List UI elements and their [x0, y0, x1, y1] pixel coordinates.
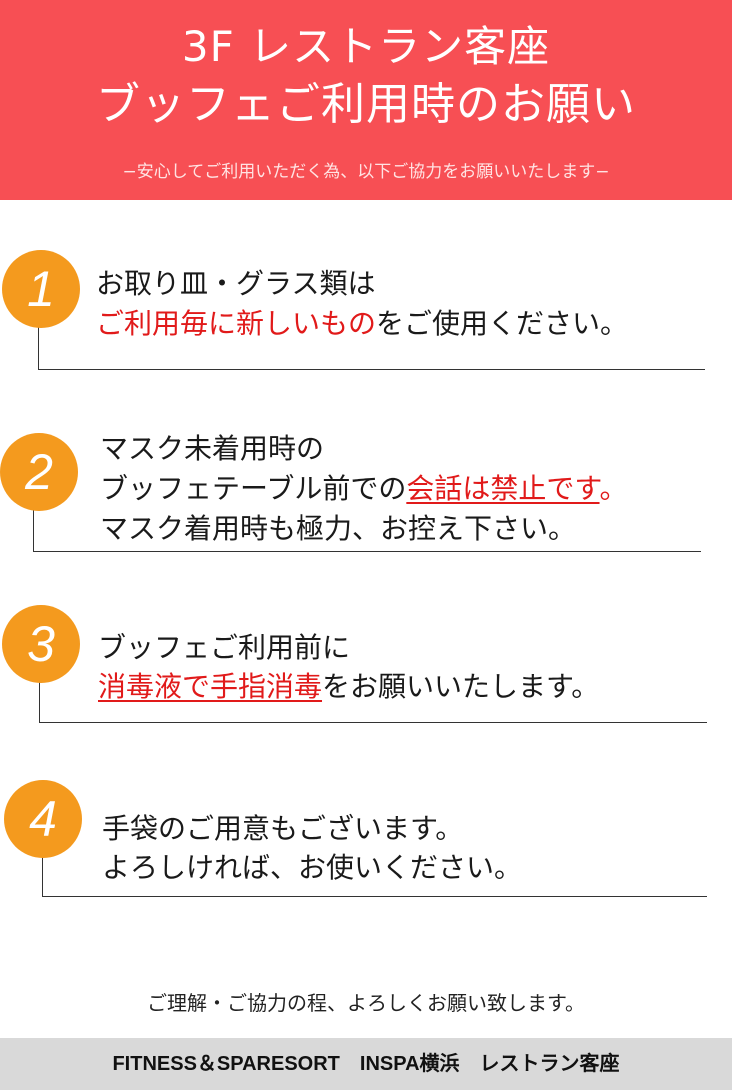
item-3-bracket [39, 655, 707, 723]
page-title-sub: ブッフェご利用時のお願い [96, 79, 636, 130]
number-badge-2: 2 [0, 433, 78, 511]
item-3-line-2-rest: をお願いいたします。 [322, 670, 600, 703]
item-2-line-2-post: 。 [599, 472, 628, 505]
item-3-line-2: 消毒液で手指消毒をお願いいたします。 [98, 669, 599, 705]
number-badge-1: 1 [2, 250, 80, 328]
item-2-line-2-pre: ブッフェテーブル前での [100, 472, 407, 505]
item-4-line-1: 手袋のご用意もございます。 [102, 812, 464, 845]
footer-bar: FITNESS＆SPARESORT INSPA横浜 レストラン客座 [0, 1038, 732, 1090]
header-subtitle: −安心してご利用いただく為、以下ご協力をお願いいたします− [122, 162, 610, 182]
number-badge-4: 4 [4, 780, 82, 858]
page-title: 3F レストラン客座 [181, 22, 551, 71]
item-1-emphasis: ご利用毎に新しいもの [96, 307, 377, 340]
closing-message: ご理解・ご協力の程、よろしくお願い致します。 [147, 991, 585, 1015]
item-1-line-2-rest: をご使用ください。 [376, 307, 629, 340]
item-2-emphasis: 会話は禁止です [406, 472, 600, 505]
item-1-bracket [38, 300, 705, 370]
item-4-line-2: よろしければ、お使いください。 [102, 851, 523, 884]
item-2-line-2: ブッフェテーブル前での会話は禁止です。 [100, 471, 628, 507]
item-2-line-3: マスク着用時も極力、お控え下さい。 [100, 512, 577, 545]
item-1-line-1: お取り皿・グラス類は [96, 267, 376, 300]
item-4-bracket [42, 830, 707, 897]
item-1-line-2: ご利用毎に新しいものをご使用ください。 [96, 306, 628, 342]
item-2-line-1: マスク未着用時の [100, 432, 325, 465]
number-badge-3: 3 [2, 605, 80, 683]
item-3-emphasis: 消毒液で手指消毒 [98, 670, 323, 703]
item-3-line-1: ブッフェご利用前に [98, 631, 351, 664]
item-2-bracket [33, 480, 701, 552]
header-banner: 3F レストラン客座 ブッフェご利用時のお願い −安心してご利用いただく為、以下… [0, 0, 732, 200]
